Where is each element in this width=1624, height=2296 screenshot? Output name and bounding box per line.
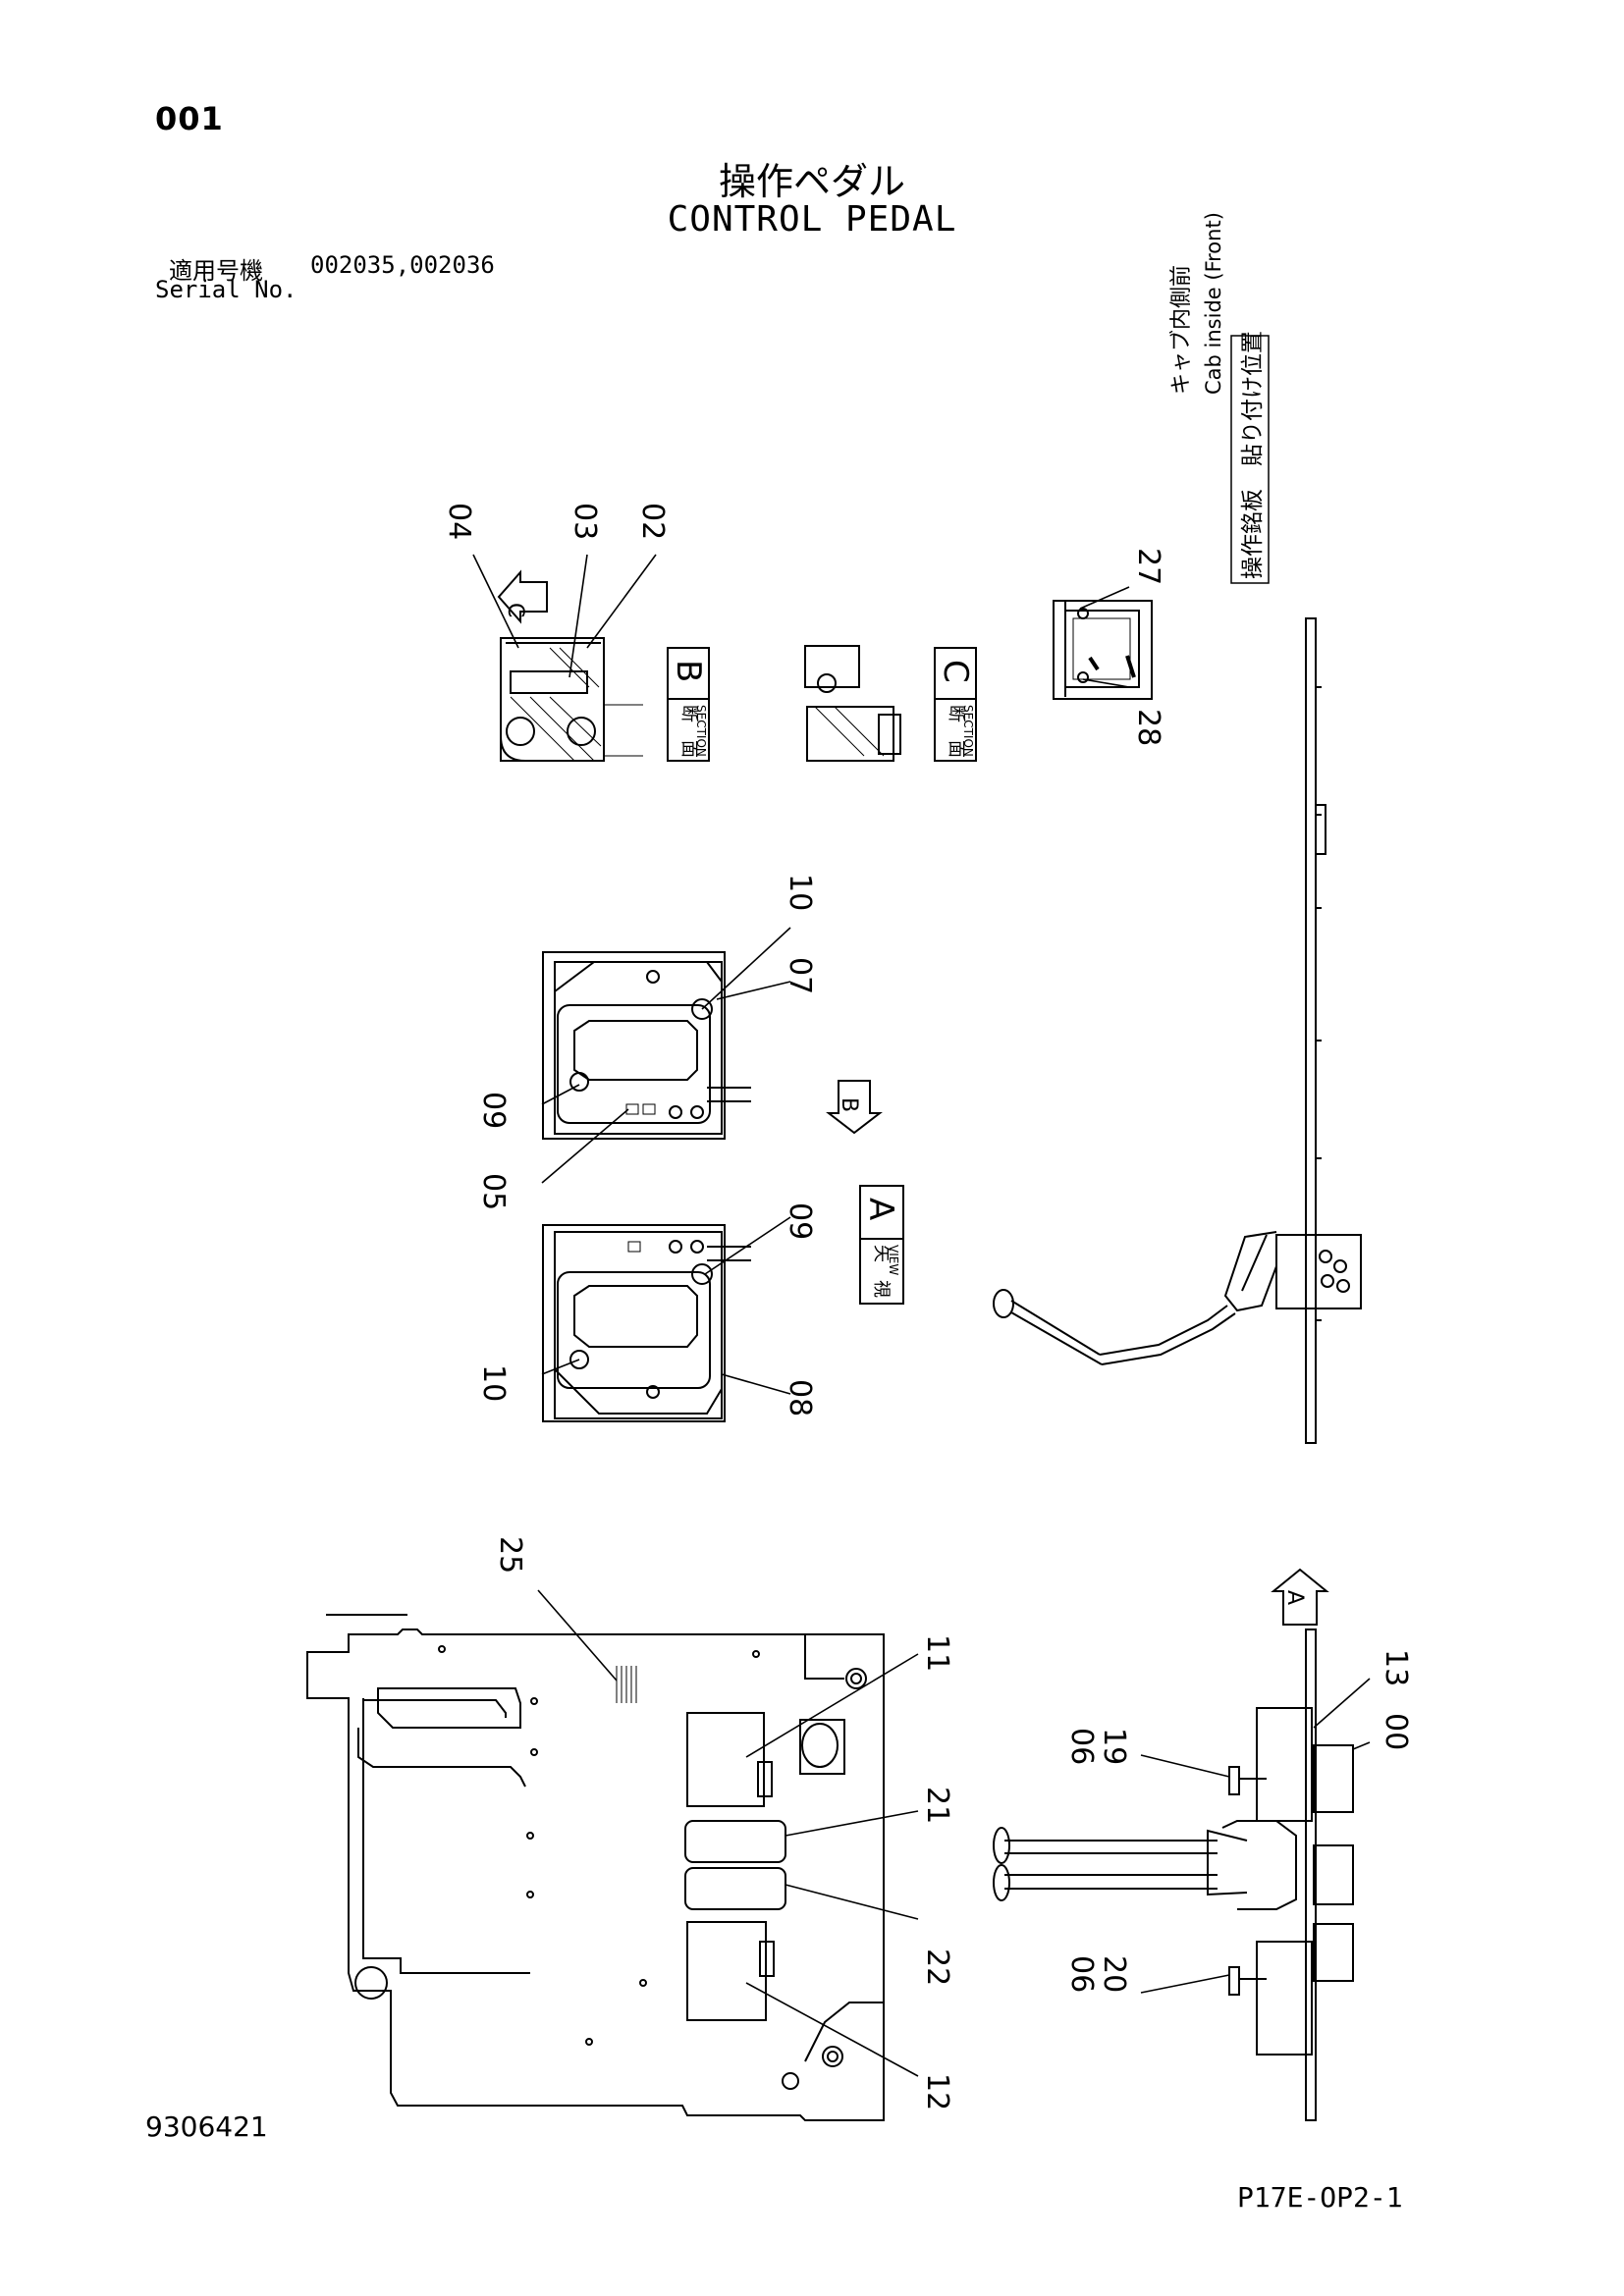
page-title-japanese: 操作ペダル bbox=[718, 160, 905, 203]
section-c-letter: C bbox=[936, 660, 975, 683]
section-c-label-box bbox=[934, 647, 977, 762]
callout-19: 19 bbox=[1097, 1728, 1131, 1765]
arrow-c-letter: C bbox=[503, 603, 527, 617]
section-b-english: SECTION bbox=[694, 705, 708, 757]
page-code: P17E-OP2-1 bbox=[1237, 2181, 1403, 2214]
callout-05: 05 bbox=[476, 1173, 511, 1210]
pedal-front-view bbox=[993, 1629, 1354, 2121]
sticker-note-line1: キャブ内側前 bbox=[1169, 265, 1194, 395]
callout-27: 27 bbox=[1131, 548, 1165, 585]
view-a-japanese: 矢 視 bbox=[871, 1245, 892, 1298]
section-b-letter: B bbox=[669, 660, 708, 682]
callout-25: 25 bbox=[493, 1536, 527, 1574]
serial-label-japanese: 適用号機 bbox=[169, 257, 263, 285]
callout-08: 08 bbox=[783, 1379, 817, 1416]
callout-28: 28 bbox=[1131, 709, 1165, 746]
callout-03: 03 bbox=[568, 503, 602, 540]
arrow-marker-a bbox=[1271, 1568, 1329, 1626]
sticker-note-boxed: 操作銘板 貼り付け位置 bbox=[1240, 331, 1266, 579]
section-c-detail bbox=[804, 645, 901, 762]
callout-12: 12 bbox=[920, 2073, 954, 2110]
view-a-label-box bbox=[859, 1185, 904, 1305]
view-a-pedal-upper bbox=[542, 951, 751, 1140]
drawing-number: 9306421 bbox=[145, 2110, 268, 2143]
serial-label-english: Serial No. bbox=[155, 276, 298, 303]
view-a-pedal-lower bbox=[542, 1224, 751, 1422]
floor-plate-side-view bbox=[993, 617, 1362, 1444]
callout-02: 02 bbox=[635, 503, 670, 540]
callout-07: 07 bbox=[783, 957, 817, 994]
page-title-english: CONTROL PEDAL bbox=[667, 199, 957, 240]
callout-10b: 10 bbox=[476, 1364, 511, 1402]
view-a-letter: A bbox=[861, 1198, 900, 1220]
callout-20: 20 bbox=[1097, 1955, 1131, 1993]
callout-06b: 06 bbox=[1064, 1955, 1099, 1993]
callout-22: 22 bbox=[920, 1949, 954, 1986]
serial-values: 002035,002036 bbox=[310, 251, 495, 279]
callout-09a: 09 bbox=[476, 1092, 511, 1129]
leader-lines bbox=[472, 554, 1371, 2077]
section-c-english: SECTION bbox=[961, 705, 975, 757]
callout-06a: 06 bbox=[1064, 1728, 1099, 1765]
callout-10a: 10 bbox=[783, 874, 817, 911]
floor-plate-top-view bbox=[306, 1614, 885, 2121]
sticker-note-box bbox=[1230, 335, 1270, 584]
arrow-a-letter: A bbox=[1282, 1590, 1307, 1605]
cab-sticker-view bbox=[1053, 600, 1153, 700]
arrow-marker-c bbox=[497, 569, 548, 624]
sticker-note-line2: Cab inside (Front) bbox=[1202, 212, 1225, 395]
section-b-japanese: 断 面 bbox=[678, 705, 699, 758]
callout-13: 13 bbox=[1379, 1649, 1413, 1686]
section-c-japanese: 断 面 bbox=[946, 705, 966, 758]
arrow-b-letter: B bbox=[837, 1097, 861, 1112]
section-b-label-box bbox=[667, 647, 710, 762]
callout-04: 04 bbox=[442, 503, 476, 540]
section-b-detail bbox=[500, 637, 643, 762]
arrow-marker-b bbox=[826, 1080, 883, 1135]
callout-00: 00 bbox=[1379, 1713, 1413, 1750]
callout-21: 21 bbox=[920, 1787, 954, 1824]
callout-09b: 09 bbox=[783, 1202, 817, 1240]
callout-11: 11 bbox=[920, 1634, 954, 1672]
page-number: 001 bbox=[155, 100, 224, 137]
view-a-english: VIEW bbox=[887, 1245, 900, 1275]
